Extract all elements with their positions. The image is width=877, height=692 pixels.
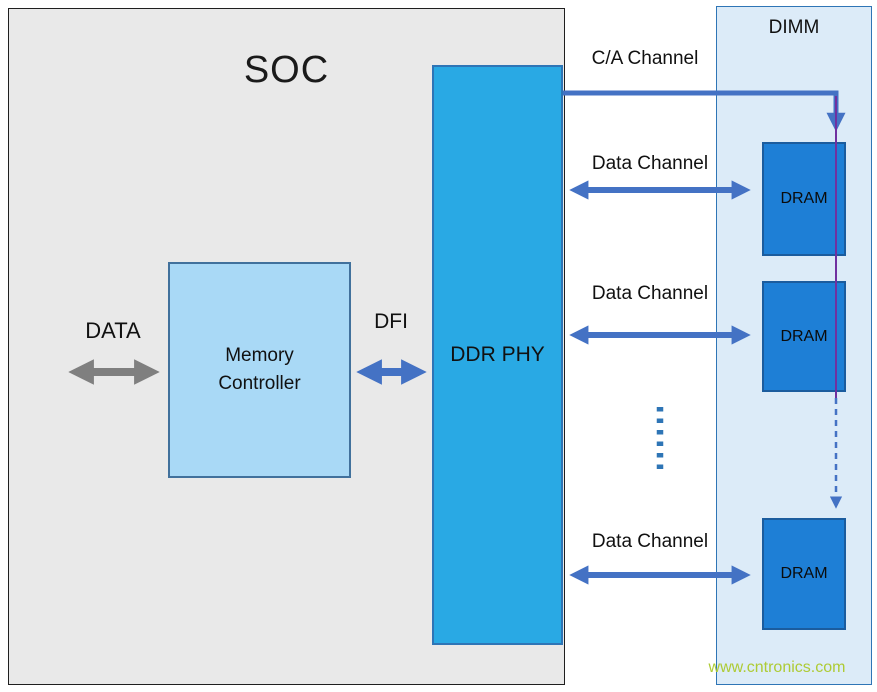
- dram-label-2: DRAM: [780, 327, 828, 345]
- dram-label-1: DRAM: [780, 190, 828, 207]
- dfi-bus-label: DFI: [374, 310, 408, 333]
- data-channel-label-3: Data Channel: [591, 531, 709, 552]
- soc-title: SOC: [243, 49, 330, 91]
- ca-channel-label: C/A Channel: [591, 48, 699, 69]
- ddr-phy-label: DDR PHY: [450, 343, 545, 366]
- dimm-title: DIMM: [768, 17, 820, 38]
- watermark-text: www.cntronics.com: [708, 659, 846, 676]
- dram-box-2: DRAM: [762, 281, 846, 392]
- dram-box-3: DRAM: [762, 518, 846, 630]
- ddr-phy-box: DDR PHY: [432, 65, 563, 645]
- data-channel-label-2: Data Channel: [591, 283, 709, 304]
- data-bus-label: DATA: [85, 318, 141, 343]
- dram-label-3: DRAM: [780, 565, 828, 582]
- memory-controller-box: Memory Controller: [168, 262, 351, 478]
- memory-controller-label: Memory Controller: [218, 345, 301, 394]
- dram-box-1: DRAM: [762, 142, 846, 256]
- data-channel-label-1: Data Channel: [591, 153, 709, 174]
